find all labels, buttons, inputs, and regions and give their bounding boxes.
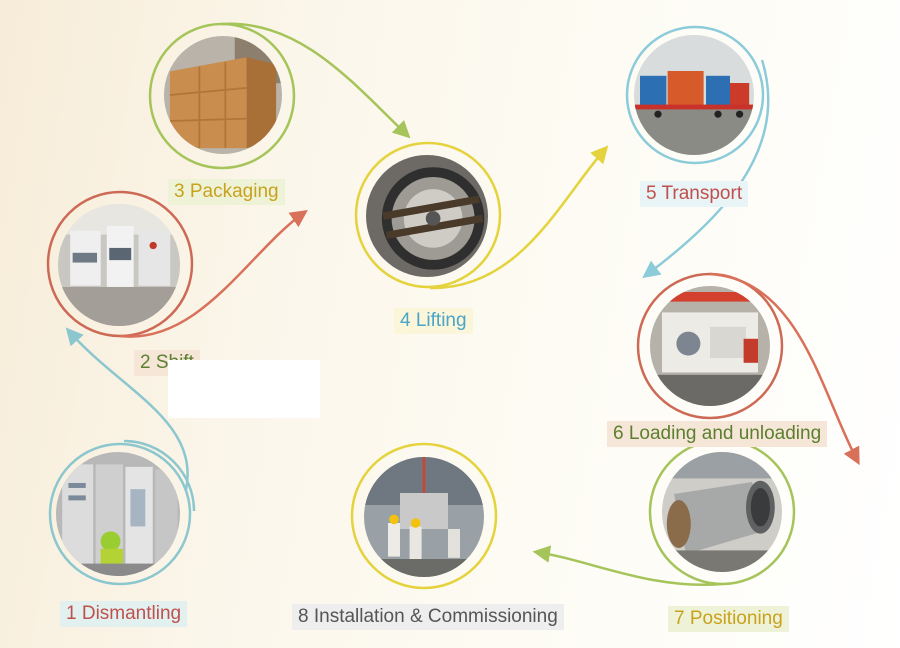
blank-panel: [168, 360, 320, 418]
arrow-dismantling-to-shift: [65, 327, 189, 491]
step-label-positioning: 7 Positioning: [668, 606, 789, 632]
electrical-cabinets-icon: [56, 452, 180, 576]
wooden-crate-icon: [164, 36, 282, 154]
steel-drum-icon: [662, 452, 782, 572]
gear-ring-icon: [366, 155, 488, 277]
step-label-loading-unloading: 6 Loading and unloading: [607, 421, 828, 447]
step-label-transport: 5 Transport: [640, 181, 749, 207]
workers-assembly-icon: [364, 457, 484, 577]
arrow-packaging-to-lifting: [221, 22, 411, 139]
arrow-lifting-to-transport: [429, 145, 609, 290]
step-label-lifting: 4 Lifting: [394, 308, 473, 334]
step-label-installation: 8 Installation & Commissioning: [292, 604, 564, 630]
arrow-transport-to-loading: [642, 59, 770, 279]
arrow-loading-to-positioning: [709, 272, 860, 466]
overhead-crane-icon: [650, 286, 770, 406]
step-label-dismantling: 1 Dismantling: [60, 601, 188, 627]
truck-icon: [634, 35, 754, 155]
step-label-packaging: 3 Packaging: [168, 179, 285, 205]
factory-presses-icon: [58, 204, 180, 326]
arrow-positioning-to-installation: [532, 545, 723, 587]
arrow-shift-to-lifting: [119, 210, 308, 338]
